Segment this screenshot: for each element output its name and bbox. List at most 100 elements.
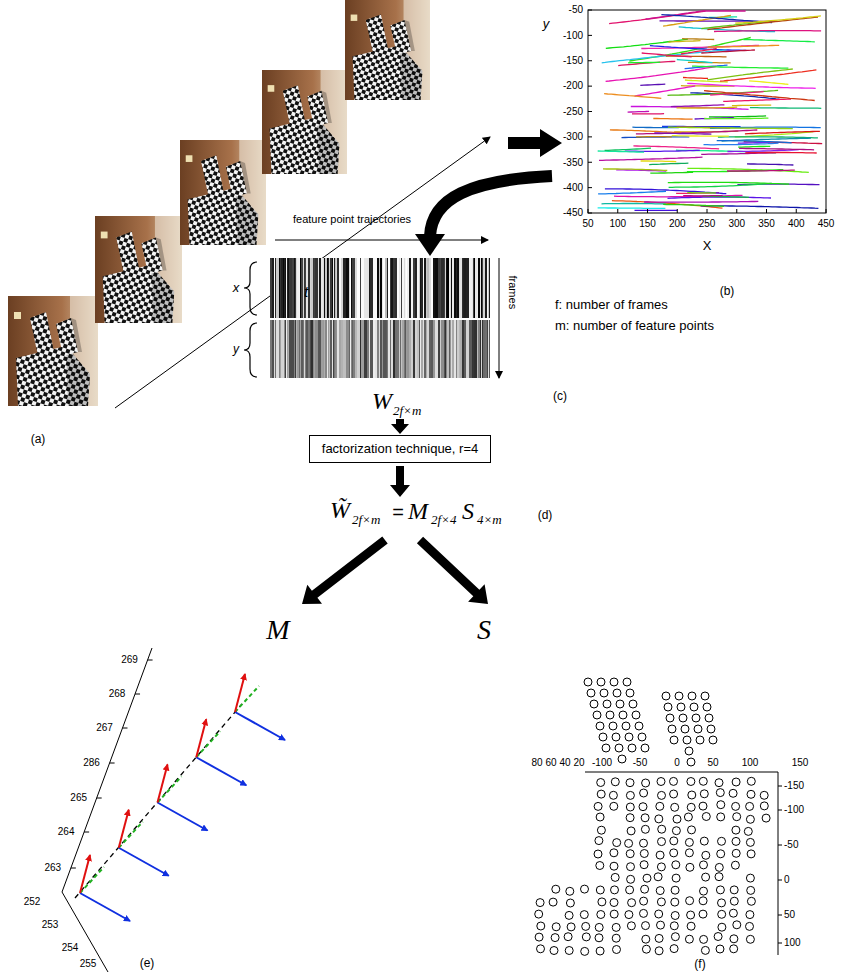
measurement-matrix [305,320,306,378]
shape-point [628,744,636,752]
shape-point [673,815,681,823]
video-frame [322,91,332,123]
shape-point [662,692,670,700]
shape-point [582,933,590,941]
measurement-matrix [466,258,469,318]
trajectory [677,60,713,63]
measurement-matrix [288,258,289,318]
shape-point [641,885,649,893]
shape-point [690,703,698,711]
measurement-matrix [407,320,409,378]
shape-point [595,923,603,931]
tick-label: 253 [42,919,59,931]
measurement-matrix [483,258,485,318]
measurement-matrix [364,258,367,318]
flow-arrow [508,129,562,157]
shape-point [581,947,589,955]
trajectory [701,21,769,28]
measurement-matrix [424,320,426,378]
measurement-matrix [420,258,421,318]
measurement-matrix [420,320,421,378]
shape-point [612,934,620,942]
shape-point [700,935,708,943]
shape-point [536,899,544,907]
shape-point [700,861,708,869]
shape-point [612,733,620,741]
video-frame [262,70,347,174]
trajectory [668,182,789,184]
measurement-matrix [274,320,275,378]
shape-point [746,802,754,810]
measurement-matrix [339,258,341,318]
video-frame [405,20,415,51]
trajectory [732,105,771,107]
tick-mark [588,213,592,214]
measurement-matrix [415,320,417,378]
video-frame [283,85,306,127]
shape-point [732,802,740,810]
tick-label: 0 [674,757,680,769]
measurement-matrix [295,320,296,378]
shape-point [687,803,695,811]
measurement-matrix [399,258,400,318]
measurement-matrix [335,258,336,318]
trajectory [618,61,675,65]
shape-point [609,722,617,730]
shape-point [760,802,768,810]
trajectory [598,151,644,152]
measurement-matrix [276,320,279,378]
shape-point [643,874,651,882]
measurement-matrix [454,320,456,378]
measurement-matrix [423,320,424,378]
shape-point [760,791,768,799]
measurement-matrix [413,258,415,318]
tick-label: 50 [707,757,718,769]
math-symbol: 2f×m [393,404,421,419]
trajectory [628,62,660,64]
shape-point [565,911,573,919]
measurement-matrix [303,258,304,318]
measurement-matrix [286,320,287,378]
shape-point [602,744,610,752]
shape-point [580,911,588,919]
panel-label: (c) [553,390,567,404]
tick-label: -50 [784,839,798,851]
shape-point [627,863,635,871]
shape-point [655,947,663,955]
trajectory [635,210,678,211]
measurement-matrix [303,320,304,378]
shape-point [709,736,717,744]
measurement-matrix [299,320,300,378]
measurement-matrix [487,320,488,378]
measurement-matrix [310,320,311,378]
shape-point [657,921,665,929]
shape-point [600,689,608,697]
shape-point [610,899,618,907]
measurement-matrix [380,320,382,378]
measurement-matrix [438,320,440,378]
shape-point [746,838,754,846]
shape-point [686,863,694,871]
measurement-matrix [283,320,284,378]
tick-label: 264 [58,826,75,838]
camera-axis [80,855,90,893]
shape-point [700,837,708,845]
shape-point [705,714,713,722]
shape-point [730,886,738,894]
trajectory [668,41,700,42]
tick-label: 100 [784,937,801,949]
measurement-matrix [284,320,285,378]
shape-point [655,934,663,942]
tick-label: -150 [784,780,804,792]
camera-axis [119,848,169,876]
camera-axis [196,719,206,757]
trajectory [708,45,779,47]
trajectory [602,203,666,205]
tick-mark [778,915,782,916]
trajectory [677,107,738,109]
trajectory [598,191,666,194]
shape-point [655,815,663,823]
tick-label: -250 [563,106,583,118]
measurement-matrix [456,320,457,378]
tick-label: 450 [818,218,835,230]
